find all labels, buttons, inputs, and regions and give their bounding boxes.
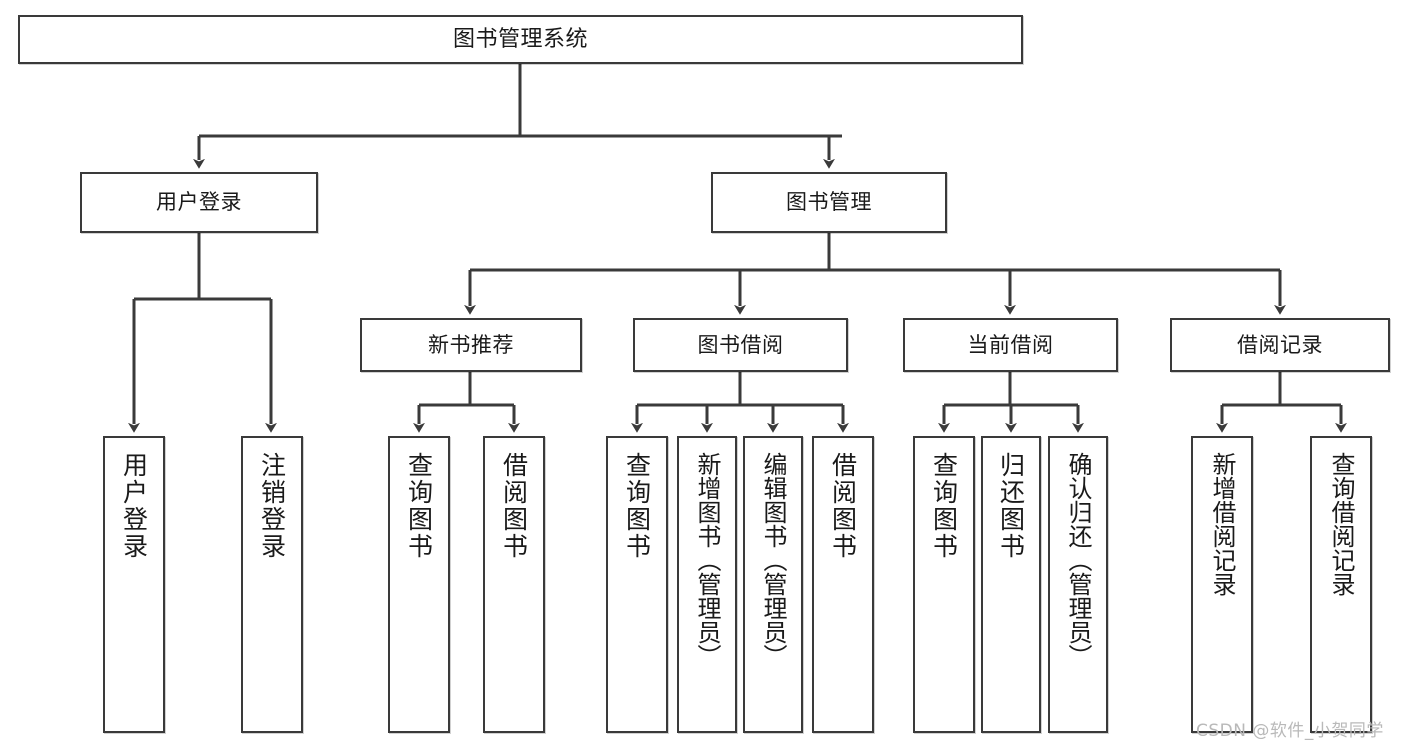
leaf-add-borrowing-record[interactable]: 新增借阅记录 bbox=[1191, 436, 1253, 733]
node-label: 借阅记录 bbox=[1237, 332, 1323, 357]
leaf-user-login[interactable]: 用户登录 bbox=[103, 436, 165, 733]
node-label: 借阅图书 bbox=[499, 452, 529, 560]
node-borrowing-records[interactable]: 借阅记录 bbox=[1170, 318, 1390, 372]
node-label: 用户登录 bbox=[119, 452, 149, 560]
node-label: 查询图书 bbox=[929, 452, 959, 560]
node-label: 用户登录 bbox=[156, 190, 242, 215]
leaf-query-books-recommendation[interactable]: 查询图书 bbox=[388, 436, 450, 733]
csdn-watermark: CSDN @软件_小贺同学 bbox=[1196, 721, 1384, 741]
node-label: 归还图书 bbox=[996, 452, 1026, 560]
leaf-query-books-borrowing[interactable]: 查询图书 bbox=[606, 436, 668, 733]
node-label: 查询图书 bbox=[622, 452, 652, 560]
leaf-query-books-current[interactable]: 查询图书 bbox=[913, 436, 975, 733]
leaf-borrow-books-borrowing[interactable]: 借阅图书 bbox=[812, 436, 874, 733]
node-label: 图书管理 bbox=[786, 190, 872, 215]
leaf-edit-book-admin[interactable]: 编辑图书（管理员） bbox=[743, 436, 803, 733]
node-current-borrowing[interactable]: 当前借阅 bbox=[903, 318, 1118, 372]
node-label: 查询借阅记录 bbox=[1327, 452, 1355, 596]
leaf-return-books[interactable]: 归还图书 bbox=[981, 436, 1041, 733]
node-label: 确认归还（管理员） bbox=[1064, 452, 1092, 668]
node-label: 新书推荐 bbox=[428, 332, 514, 357]
node-book-management-branch[interactable]: 图书管理 bbox=[711, 172, 947, 233]
node-label: 注销登录 bbox=[257, 452, 287, 560]
node-label: 新增图书（管理员） bbox=[693, 452, 721, 668]
node-new-book-recommendation[interactable]: 新书推荐 bbox=[360, 318, 582, 372]
node-label: 新增借阅记录 bbox=[1208, 452, 1236, 596]
node-book-borrowing[interactable]: 图书借阅 bbox=[633, 318, 848, 372]
node-root-library-management-system[interactable]: 图书管理系统 bbox=[18, 15, 1023, 64]
node-user-login-branch[interactable]: 用户登录 bbox=[80, 172, 318, 233]
node-label: 当前借阅 bbox=[967, 332, 1054, 357]
leaf-add-book-admin[interactable]: 新增图书（管理员） bbox=[677, 436, 737, 733]
leaf-logout[interactable]: 注销登录 bbox=[241, 436, 303, 733]
node-label: 编辑图书（管理员） bbox=[759, 452, 787, 668]
node-label: 借阅图书 bbox=[828, 452, 858, 560]
leaf-borrow-books-recommendation[interactable]: 借阅图书 bbox=[483, 436, 545, 733]
node-label: 图书借阅 bbox=[697, 332, 784, 357]
leaf-confirm-return-admin[interactable]: 确认归还（管理员） bbox=[1048, 436, 1108, 733]
leaf-query-borrowing-record[interactable]: 查询借阅记录 bbox=[1310, 436, 1372, 733]
node-label: 图书管理系统 bbox=[452, 26, 588, 52]
node-label: 查询图书 bbox=[404, 452, 434, 560]
